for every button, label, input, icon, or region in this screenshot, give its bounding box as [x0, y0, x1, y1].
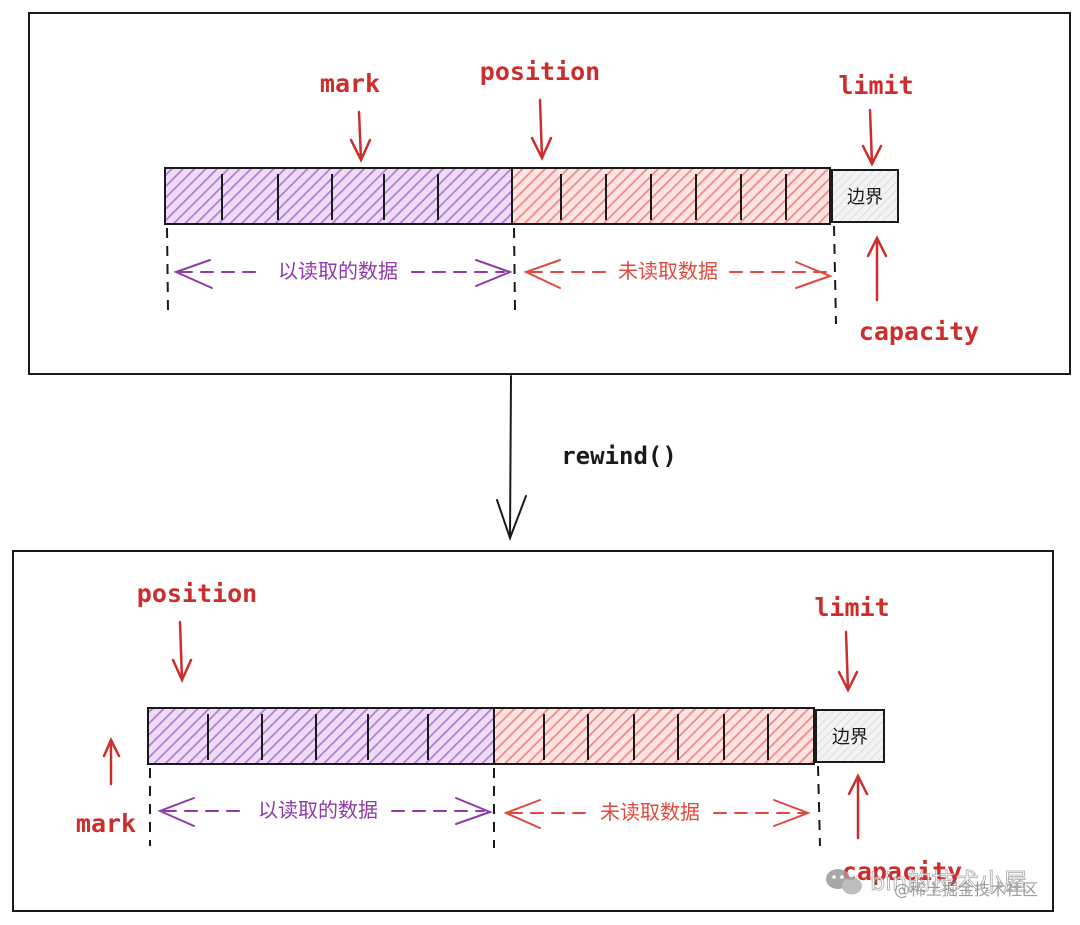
bottom-limit-label: limit: [814, 593, 889, 622]
top-limit-label: limit: [838, 71, 913, 100]
bottom-unread-span: 未读取数据: [503, 799, 811, 829]
bottom-position-arrow: [171, 620, 193, 684]
top-panel-frame: [28, 12, 1071, 375]
top-boundary-label: 边界: [847, 187, 883, 208]
watermark-line2: @稀土掘金技术社区: [894, 880, 1038, 899]
bottom-mark-arrow: [102, 737, 121, 786]
bottom-limit-arrow: [837, 630, 859, 693]
bottom-unread-segment: [493, 707, 815, 765]
bottom-panel: 边界 position limit mark capacity: [12, 550, 1054, 912]
top-cell-dividers: [221, 174, 787, 220]
top-capacity-arrow: [866, 235, 888, 302]
top-mark-label: mark: [320, 69, 380, 98]
watermark-line1: bin的技术小屋: [870, 868, 1027, 896]
wechat-icon: [826, 869, 862, 895]
top-read-label: 以读取的数据: [278, 259, 398, 283]
bottom-guide-ticks: [149, 765, 821, 848]
top-limit-arrow: [861, 108, 883, 167]
top-unread-label: 未读取数据: [618, 259, 718, 283]
bottom-boundary-label: 边界: [832, 727, 868, 748]
top-guide-ticks: [166, 225, 837, 325]
bottom-read-span: 以读取的数据: [157, 797, 493, 827]
bottom-panel-frame: [12, 550, 1054, 912]
rewind-label: rewind(): [561, 442, 677, 470]
down-arrow-icon: [496, 375, 527, 541]
top-unread-span: 未读取数据: [523, 259, 833, 289]
top-read-span: 以读取的数据: [173, 259, 513, 289]
top-boundary-cell: [831, 169, 899, 223]
top-buffer-bar: 边界: [164, 167, 899, 225]
bottom-capacity-label: capacity: [842, 857, 962, 886]
bottom-read-label: 以读取的数据: [258, 798, 378, 822]
top-unread-segment: [511, 167, 831, 225]
top-position-label: position: [480, 57, 600, 86]
top-position-arrow: [530, 98, 553, 161]
top-mark-arrow: [349, 110, 372, 163]
watermark: bin的技术小屋 @稀土掘金技术社区: [826, 868, 1038, 899]
bottom-capacity-arrow: [847, 773, 869, 840]
bottom-cell-dividers: [207, 714, 769, 760]
top-panel: 边界 mark position limit capacity: [28, 12, 1071, 375]
bottom-unread-label: 未读取数据: [600, 800, 700, 824]
top-read-segment: [164, 167, 513, 225]
bottom-position-label: position: [137, 579, 257, 608]
bottom-buffer-bar: 边界: [147, 707, 885, 765]
top-capacity-label: capacity: [859, 317, 979, 346]
bottom-mark-label: mark: [76, 809, 136, 838]
bottom-read-segment: [147, 707, 495, 765]
bottom-boundary-cell: [815, 709, 885, 763]
rewind-transition: rewind(): [496, 375, 677, 541]
